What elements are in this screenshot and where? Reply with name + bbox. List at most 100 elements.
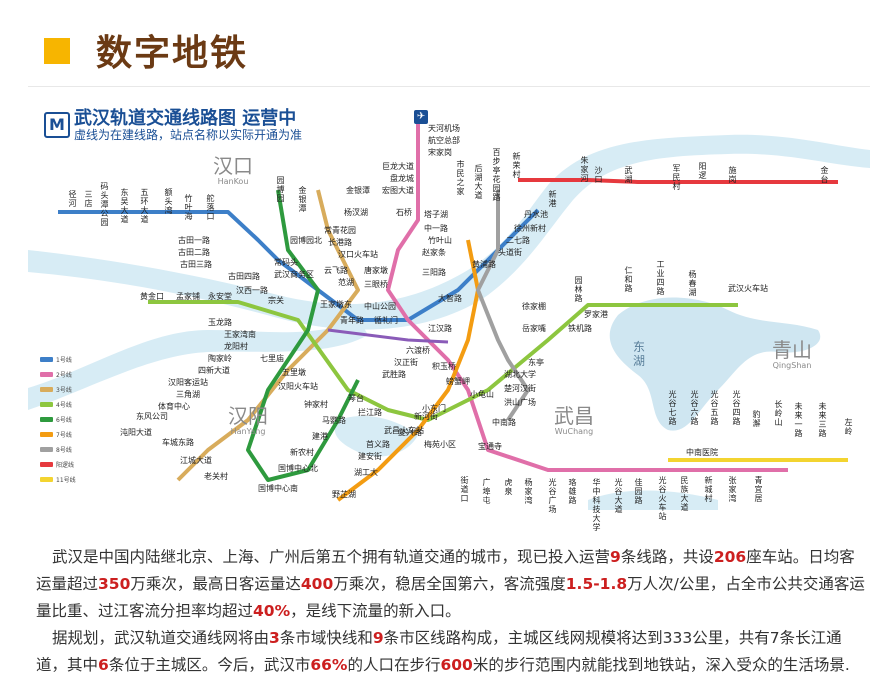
station-label[interactable]: 古田一路 <box>178 236 210 245</box>
station-label[interactable]: 虎泉 <box>504 478 513 496</box>
station-label[interactable]: 园博园北 <box>290 236 322 245</box>
station-label[interactable]: 铁机路 <box>568 324 592 333</box>
station-label[interactable]: 汉口火车站 <box>338 250 378 259</box>
station-label[interactable]: 新城村 <box>704 476 713 503</box>
station-label[interactable]: 徐州新村 <box>514 224 546 233</box>
station-label[interactable]: 园博园 <box>276 176 285 203</box>
station-label[interactable]: 江城大道 <box>180 456 212 465</box>
station-label[interactable]: 江汉路 <box>428 324 452 333</box>
station-label[interactable]: 五环大道 <box>140 188 149 224</box>
station-label[interactable]: 常青花园 <box>324 226 356 235</box>
station-label[interactable]: 钟家村 <box>304 400 328 409</box>
station-label[interactable]: 云飞路 <box>324 266 348 275</box>
station-label[interactable]: 丹水池 <box>524 210 548 219</box>
station-label[interactable]: 工业四路 <box>656 260 665 296</box>
station-label[interactable]: 光谷四路 <box>732 390 741 426</box>
station-label[interactable]: 径河 <box>68 190 77 208</box>
station-label[interactable]: 民族大道 <box>680 476 689 512</box>
station-label[interactable]: 国博中心北 <box>278 464 318 473</box>
station-label[interactable]: 金台 <box>820 166 829 184</box>
station-label[interactable]: 古田三路 <box>180 260 212 269</box>
station-label[interactable]: 循礼门 <box>374 316 398 325</box>
station-label[interactable]: 武湖 <box>624 166 633 184</box>
station-label[interactable]: 徐家棚 <box>522 302 546 311</box>
station-label[interactable]: 杨春湖 <box>688 270 697 297</box>
station-label[interactable]: 古田二路 <box>178 248 210 257</box>
station-label[interactable]: 东吴大道 <box>120 188 129 224</box>
station-label[interactable]: 额头湾 <box>164 188 173 215</box>
station-label[interactable]: 七里庙 <box>260 354 284 363</box>
station-label[interactable]: 杨家湾 <box>524 478 533 505</box>
station-label[interactable]: 后湖大道 <box>474 164 483 200</box>
station-label[interactable]: 复兴路 <box>398 428 422 437</box>
station-label[interactable]: 沌阳大道 <box>120 428 152 437</box>
station-label[interactable]: 小龟山 <box>470 390 494 399</box>
station-label[interactable]: 中山公园 <box>364 302 396 311</box>
station-label[interactable]: 朱家河 <box>580 156 589 183</box>
station-label[interactable]: 洪山广场 <box>504 398 536 407</box>
station-label[interactable]: 阳逻 <box>698 162 707 180</box>
station-label[interactable]: 左岭 <box>844 418 853 436</box>
station-label[interactable]: 武汉火车站 <box>728 284 768 293</box>
station-label[interactable]: 长港路 <box>328 238 352 247</box>
station-label[interactable]: 湖北大学 <box>504 370 536 379</box>
station-label[interactable]: 新河街 <box>414 412 438 421</box>
station-label[interactable]: 军民村 <box>672 164 681 191</box>
station-label[interactable]: 汉阳火车站 <box>278 382 318 391</box>
station-label[interactable]: 梅苑小区 <box>424 440 456 449</box>
station-label[interactable]: 宋家岗 <box>428 148 452 157</box>
station-label[interactable]: 市民之家 <box>456 160 465 196</box>
station-label[interactable]: 三店 <box>84 190 93 208</box>
station-label[interactable]: 新荣村 <box>512 152 521 179</box>
station-label[interactable]: 古田四路 <box>228 272 260 281</box>
station-label[interactable]: 未来一路 <box>794 402 803 438</box>
station-label[interactable]: 杨汊湖 <box>344 208 368 217</box>
station-label[interactable]: 天河机场 <box>428 124 460 133</box>
station-label[interactable]: 黄金口 <box>140 292 164 301</box>
station-label[interactable]: 罗家港 <box>584 310 608 319</box>
station-label[interactable]: 赵家条 <box>422 248 446 257</box>
station-label[interactable]: 老关村 <box>204 472 228 481</box>
station-label[interactable]: 东亭 <box>528 358 544 367</box>
station-label[interactable]: 玉龙路 <box>208 318 232 327</box>
station-label[interactable]: 未来三路 <box>818 402 827 438</box>
station-label[interactable]: 武昌火车站 <box>384 426 424 435</box>
station-label[interactable]: 中南路 <box>492 418 516 427</box>
station-label[interactable]: 中一路 <box>424 224 448 233</box>
station-label[interactable]: 街道口 <box>460 476 469 503</box>
station-label[interactable]: 金银潭 <box>298 186 307 213</box>
station-label[interactable]: 汉阳客运站 <box>168 378 208 387</box>
station-label[interactable]: 四新大道 <box>198 366 230 375</box>
station-label[interactable]: 孟家铺 <box>176 292 200 301</box>
station-label[interactable]: 建安街 <box>358 452 382 461</box>
station-label[interactable]: 永安堂 <box>208 292 232 301</box>
station-label[interactable]: 首义路 <box>366 440 390 449</box>
station-label[interactable]: 光谷大道 <box>614 478 623 514</box>
station-label[interactable]: 宝通寺 <box>478 442 502 451</box>
station-label[interactable]: 湖工大 <box>354 468 378 477</box>
station-label[interactable]: 岳家嘴 <box>522 324 546 333</box>
station-label[interactable]: 楚河汉街 <box>504 384 536 393</box>
station-label[interactable]: 新港 <box>548 190 557 208</box>
station-label[interactable]: 黄浦路 <box>472 260 496 269</box>
station-label[interactable]: 光谷六路 <box>690 390 699 426</box>
station-label[interactable]: 大智路 <box>438 294 462 303</box>
station-label[interactable]: 竹叶海 <box>184 194 193 221</box>
station-label[interactable]: 青宜居 <box>754 476 763 503</box>
station-label[interactable]: 光谷五路 <box>710 390 719 426</box>
station-label[interactable]: 东风公司 <box>136 412 168 421</box>
station-label[interactable]: 车城东路 <box>162 438 194 447</box>
station-label[interactable]: 头道街 <box>498 248 522 257</box>
station-label[interactable]: 长岭山 <box>774 400 783 427</box>
station-label[interactable]: 光谷七路 <box>668 390 677 426</box>
station-label[interactable]: 沙口 <box>594 166 603 184</box>
station-label[interactable]: 陶家岭 <box>208 354 232 363</box>
station-label[interactable]: 佳园路 <box>634 478 643 505</box>
station-label[interactable]: 龙阳村 <box>224 342 248 351</box>
station-label[interactable]: 竹叶山 <box>428 236 452 245</box>
station-label[interactable]: 园林路 <box>574 276 583 303</box>
station-label[interactable]: 武汉商务区 <box>274 270 314 279</box>
station-label[interactable]: 光谷火车站 <box>658 476 667 521</box>
station-label[interactable]: 小东门 <box>422 404 446 413</box>
station-label[interactable]: 三角湖 <box>176 390 200 399</box>
